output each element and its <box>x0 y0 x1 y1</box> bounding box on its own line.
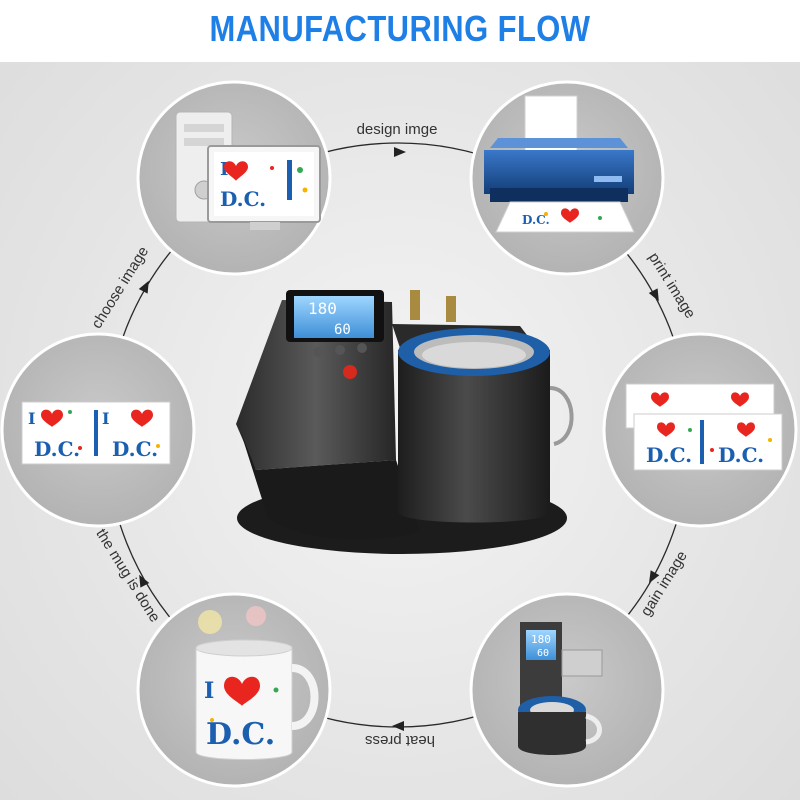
step-design-circle: I D.C. <box>136 80 332 276</box>
label-print-image: print image <box>645 250 699 322</box>
svg-text:60: 60 <box>537 648 549 659</box>
step-print-circle: D.C. <box>469 80 665 276</box>
mug-icon: I D.C. <box>195 606 319 760</box>
svg-text:I: I <box>220 159 228 180</box>
design-sheet-icon: I I D.C. D.C. <box>21 401 171 465</box>
page-title: MANUFACTURING FLOW <box>209 8 591 49</box>
svg-text:D.C.: D.C. <box>112 437 158 461</box>
svg-text:D.C.: D.C. <box>206 717 275 752</box>
arrow-icon <box>649 570 660 584</box>
mini-press-icon: 180 60 <box>518 622 603 755</box>
svg-text:180: 180 <box>308 299 337 318</box>
svg-text:D.C.: D.C. <box>220 187 266 211</box>
arrow-icon <box>394 147 406 157</box>
mug-press-machine: 180 60 <box>236 290 574 554</box>
step-choose-circle: I I D.C. D.C. <box>0 332 196 528</box>
transfer-paper-icon: D.C. D.C. <box>625 383 783 471</box>
step-gain-circle: D.C. D.C. <box>602 332 798 528</box>
label-gain-image: gain image <box>638 548 691 619</box>
arrow-icon <box>648 288 659 302</box>
svg-text:D.C.: D.C. <box>522 213 550 227</box>
svg-text:I: I <box>102 409 109 428</box>
label-design-imge: design imge <box>357 121 438 138</box>
arrow-icon <box>392 721 404 731</box>
svg-text:I: I <box>204 678 214 704</box>
svg-text:D.C.: D.C. <box>718 443 764 467</box>
header-bar: MANUFACTURING FLOW <box>0 0 800 62</box>
power-button <box>343 365 357 379</box>
label-the-mug-is-done: the mug is done <box>92 526 163 626</box>
svg-text:D.C.: D.C. <box>34 437 80 461</box>
label-heat-press: heat press <box>365 732 435 749</box>
step-press-circle: 180 60 <box>469 592 665 788</box>
machine-display <box>294 296 374 338</box>
arrow-icon <box>138 280 149 294</box>
svg-text:I: I <box>28 409 35 428</box>
svg-text:60: 60 <box>334 322 351 338</box>
svg-text:D.C.: D.C. <box>646 443 692 467</box>
printer-icon: D.C. <box>484 95 635 233</box>
computer-icon: I D.C. <box>175 111 321 230</box>
svg-text:180: 180 <box>531 633 551 646</box>
step-mug-circle: I D.C. <box>136 592 332 788</box>
arrow-icon <box>139 574 150 588</box>
